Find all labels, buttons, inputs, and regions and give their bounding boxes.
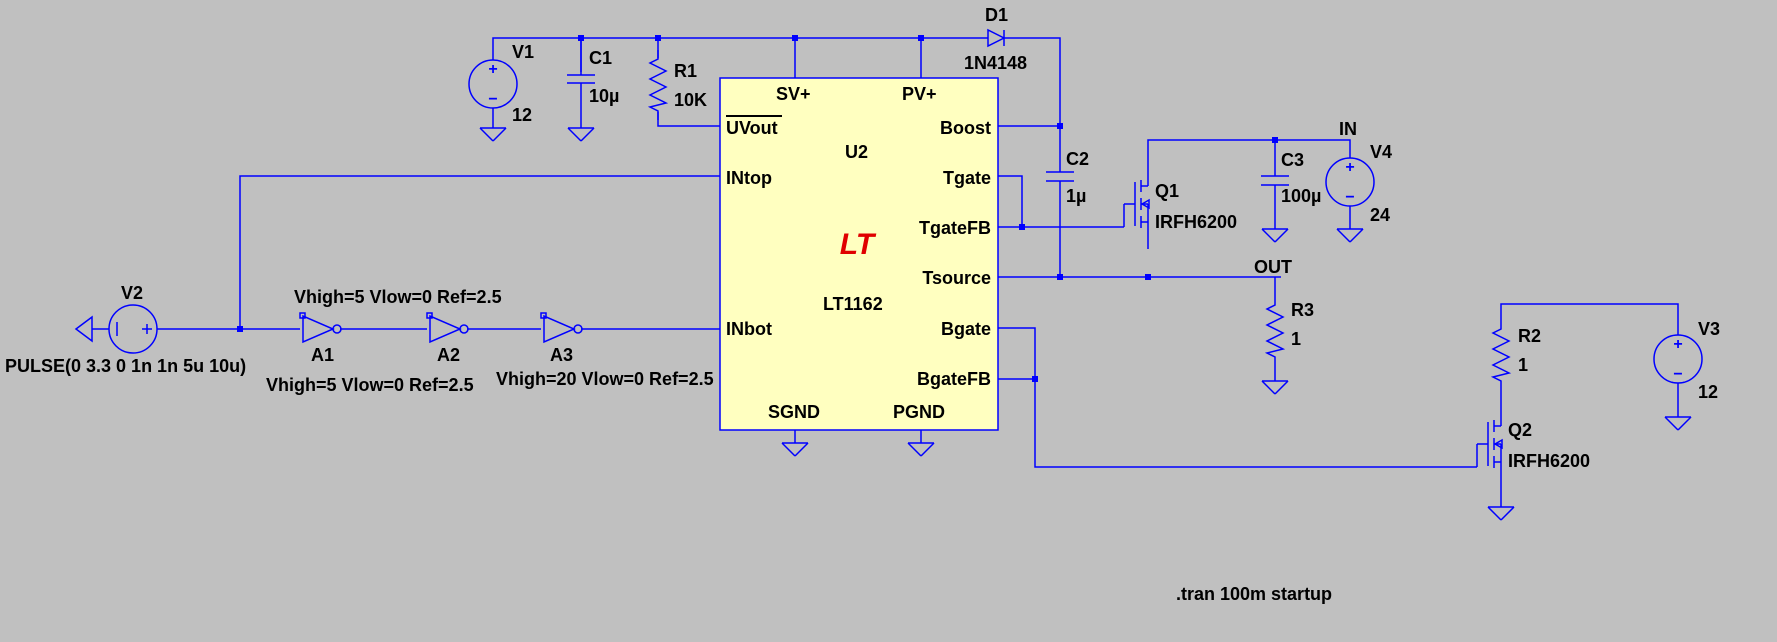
c3-ground-icon [1261,228,1289,243]
r2-ref: R2 [1518,326,1541,346]
a2-params: Vhigh=5 Vlow=0 Ref=2.5 [266,375,474,395]
pin-boost-label: Boost [940,118,991,138]
c2-value: 1µ [1066,186,1086,206]
voltage-source-v3[interactable]: + − [1653,334,1703,417]
v2-ref: V2 [121,283,143,303]
capacitor-c3[interactable] [1261,140,1289,229]
pin-pv-label: PV+ [902,84,937,104]
capacitor-c2[interactable] [1046,165,1074,188]
pin-sv-label: SV+ [776,84,811,104]
c1-ref: C1 [589,48,612,68]
v1-ground-icon [479,127,507,142]
v3-ground-icon [1664,416,1692,431]
svg-text:+: + [1345,159,1354,176]
resistor-r3[interactable] [1266,295,1284,367]
a3-params: Vhigh=20 Vlow=0 Ref=2.5 [496,369,714,389]
c3-value: 100µ [1281,186,1321,206]
r3-value: 1 [1291,329,1301,349]
c1-value: 10µ [589,86,619,106]
spice-directive[interactable]: .tran 100m startup [1176,584,1332,604]
v3-ref: V3 [1698,319,1720,339]
v3-value: 12 [1698,382,1718,402]
voltage-source-v4[interactable]: + − [1275,139,1375,229]
voltage-source-v2[interactable] [74,304,158,354]
inverter-a3[interactable] [540,312,583,344]
q2-ref: Q2 [1508,420,1532,440]
svg-text:−: − [488,91,497,108]
q2-ground-icon [1487,506,1515,521]
r2-value: 1 [1518,355,1528,375]
pin-tgate-label: Tgate [943,168,991,188]
a3-ref: A3 [550,345,573,365]
r3-ground-icon [1261,380,1289,395]
v1-ref: V1 [512,42,534,62]
pin-bgate-label: Bgate [941,319,991,339]
v4-ground-icon [1336,228,1364,243]
voltage-source-v1[interactable]: + − [468,58,518,128]
diode-d1[interactable] [987,28,1006,48]
pin-inbot-label: INbot [726,319,772,339]
c1-ground-icon [567,127,595,142]
a1-params: Vhigh=5 Vlow=0 Ref=2.5 [294,287,502,307]
r1-value: 10K [674,90,707,110]
q2-value: IRFH6200 [1508,451,1590,471]
q1-ref: Q1 [1155,181,1179,201]
pgnd-ground-icon [907,442,935,457]
c3-ref: C3 [1281,150,1304,170]
svg-text:−: − [1673,366,1682,383]
ic-part: LT1162 [823,294,883,314]
a1-ref: A1 [311,345,334,365]
inverter-a1[interactable] [299,312,342,344]
d1-ref: D1 [985,5,1008,25]
pin-bgatefb-label: BgateFB [917,369,991,389]
svg-text:+: + [1673,336,1682,353]
pin-sgnd-label: SGND [768,402,820,422]
ic-u2[interactable]: U2 LT1162 SV+ PV+ UVout INtop INbot Boos… [719,77,999,431]
pin-tsource-label: Tsource [922,268,991,288]
net-label-in: IN [1339,119,1357,139]
lt-logo-icon: LT [840,228,877,261]
capacitor-c1[interactable] [567,38,595,128]
sgnd-ground-icon [781,442,809,457]
c2-ref: C2 [1066,149,1089,169]
pin-pgnd-label: PGND [893,402,945,422]
v1-value: 12 [512,105,532,125]
svg-text:−: − [1345,189,1354,206]
svg-text:+: + [488,61,497,78]
r1-ref: R1 [674,61,697,81]
resistor-r2[interactable] [1492,319,1510,391]
r3-ref: R3 [1291,300,1314,320]
q1-value: IRFH6200 [1155,212,1237,232]
d1-value: 1N4148 [964,53,1027,73]
inverter-a2[interactable] [426,312,469,344]
a2-ref: A2 [437,345,460,365]
net-label-out: OUT [1254,257,1292,277]
resistor-r1[interactable] [649,49,667,121]
pin-tgatefb-label: TgateFB [919,218,991,238]
mosfet-q1[interactable] [1022,139,1275,250]
v4-ref: V4 [1370,142,1392,162]
v4-value: 24 [1370,205,1390,225]
pin-intop-label: INtop [726,168,772,188]
v2-value: PULSE(0 3.3 0 1n 1n 5u 10u) [5,356,246,376]
pin-uvout-label: UVout [726,118,778,138]
mosfet-q2[interactable] [1450,390,1503,490]
ic-ref: U2 [845,142,868,162]
